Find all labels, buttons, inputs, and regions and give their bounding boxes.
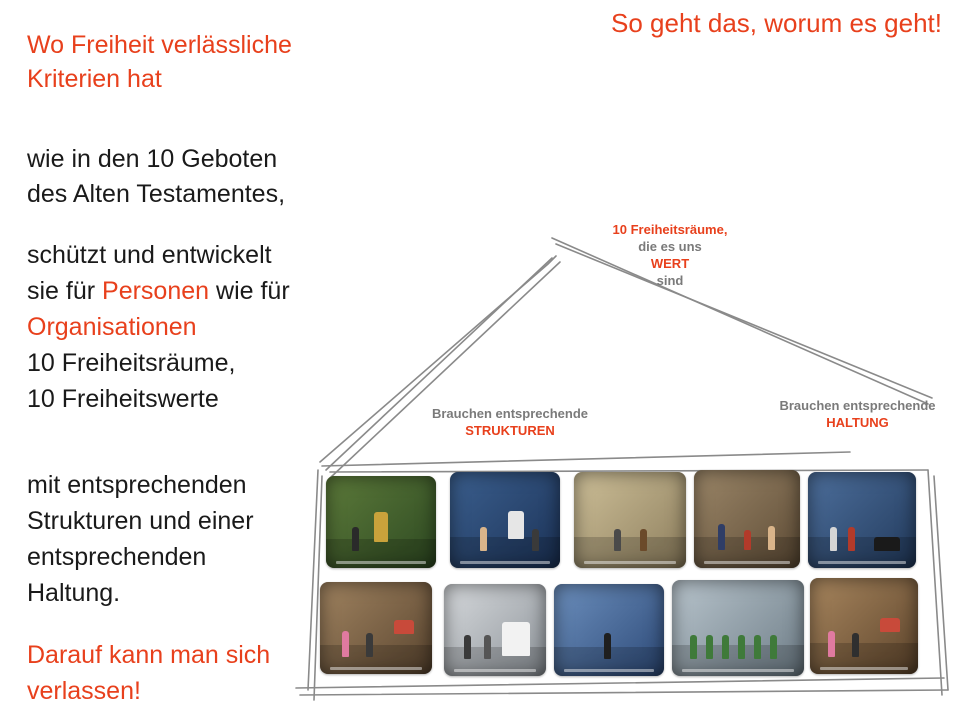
personen-word: Personen [102, 277, 210, 305]
freedom-space-tile-9 [672, 580, 804, 676]
roof-line-2: die es uns [638, 239, 702, 254]
closing-line-1: Darauf kann man sich [27, 641, 271, 669]
p2-line-4: 10 Freiheitsräume, [27, 349, 236, 377]
p1-line-2: des Alten Testamentes, [27, 180, 286, 208]
structures-label: Brauchen entsprechende STRUKTUREN [400, 405, 620, 439]
title-line-2: Kriterien hat [27, 65, 162, 93]
attitude-label: Brauchen entsprechende HALTUNG [745, 397, 960, 431]
freedom-space-tile-10 [810, 578, 918, 674]
p3-line-2: Strukturen und einer [27, 507, 254, 535]
freedom-space-tile-1 [326, 476, 436, 568]
freedom-space-tile-4 [694, 470, 800, 568]
closing-line-2: verlassen! [27, 677, 141, 705]
freedom-space-tile-2 [450, 472, 560, 568]
roof-line-1: 10 Freiheitsräume, [612, 222, 728, 237]
structures-line-1: Brauchen entsprechende [431, 406, 589, 421]
p3-line-1: mit entsprechenden [27, 471, 247, 499]
freedom-space-tile-3 [574, 472, 686, 568]
p1-line-1: wie in den 10 Geboten [27, 145, 278, 173]
p3-line-4: Haltung. [27, 579, 121, 607]
p2-line-2c: wie für [209, 277, 290, 305]
p2-line-2: sie für Personen wie für [27, 276, 290, 307]
organisationen-word: Organisationen [27, 313, 197, 341]
p2-line-5: 10 Freiheitswerte [27, 385, 219, 413]
title-line-1: Wo Freiheit verlässliche [27, 31, 292, 59]
attitude-line-1: Brauchen entsprechende [779, 398, 936, 413]
slogan: So geht das, worum es geht! [611, 8, 942, 38]
roof-label: 10 Freiheitsräume, die es uns WERT sind [590, 221, 750, 289]
freedom-space-tile-5 [808, 472, 916, 568]
roof-line-3: WERT [650, 256, 690, 271]
p2-line-2a: sie für [27, 277, 103, 305]
freedom-space-tile-7 [444, 584, 546, 676]
freedom-space-tile-8 [554, 584, 664, 676]
p3-line-3: entsprechenden [27, 543, 207, 571]
attitude-line-2: HALTUNG [826, 415, 889, 430]
freedom-space-tile-6 [320, 582, 432, 674]
p2-line-1: schützt und entwickelt [27, 241, 272, 269]
roof-line-4: sind [656, 273, 684, 288]
structures-line-2: STRUKTUREN [465, 423, 555, 438]
